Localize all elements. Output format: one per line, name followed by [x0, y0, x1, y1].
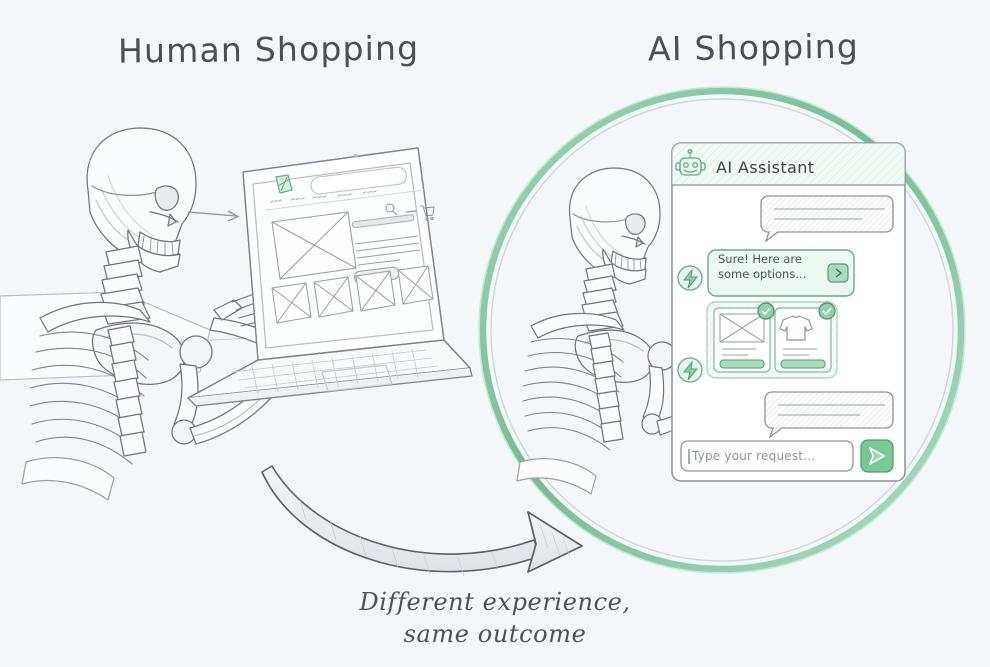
hero-text-lines	[351, 214, 421, 266]
brand-logo-icon	[275, 174, 293, 194]
user-message-bubble-1	[760, 195, 894, 243]
search-icon	[385, 203, 398, 216]
browser-cart-hitarea[interactable]	[418, 200, 438, 222]
bolt-icon-1	[677, 265, 703, 291]
desk-surface	[0, 291, 251, 381]
skeleton-figure-left	[21, 127, 333, 501]
skeleton-figure-right	[516, 167, 695, 495]
chat-input-hitarea[interactable]	[681, 441, 853, 471]
cta-button	[354, 266, 400, 284]
browser-search-hitarea[interactable]	[310, 172, 406, 194]
assistant-action-button-hitarea[interactable]	[828, 264, 848, 282]
product-card-2-hitarea[interactable]	[775, 308, 831, 372]
menu-icon	[405, 210, 417, 213]
page-title-human-shopping: Human Shopping	[117, 28, 420, 71]
arrow-to-screen	[187, 210, 240, 222]
ai-assistant-title: AI Assistant	[716, 158, 815, 177]
chat-input-placeholder: Type your request...	[692, 449, 816, 463]
robot-icon	[675, 149, 706, 176]
caption-line-1: Different experience,	[359, 588, 631, 616]
bolt-icon-2	[677, 357, 703, 383]
assistant-message-1-text: Sure! Here are some options...	[718, 252, 807, 281]
figure-caption: Different experience, same outcome	[0, 586, 990, 651]
product-card-1-hitarea[interactable]	[714, 308, 770, 372]
send-button-hitarea[interactable]	[861, 440, 893, 472]
user-message-bubble-2	[764, 391, 894, 439]
thumbnail-row	[271, 265, 434, 324]
page-title-ai-shopping: AI Shopping	[647, 26, 860, 69]
caption-line-2: same outcome	[403, 620, 587, 649]
curved-arrow	[261, 465, 583, 577]
hero-image-placeholder	[271, 211, 357, 280]
